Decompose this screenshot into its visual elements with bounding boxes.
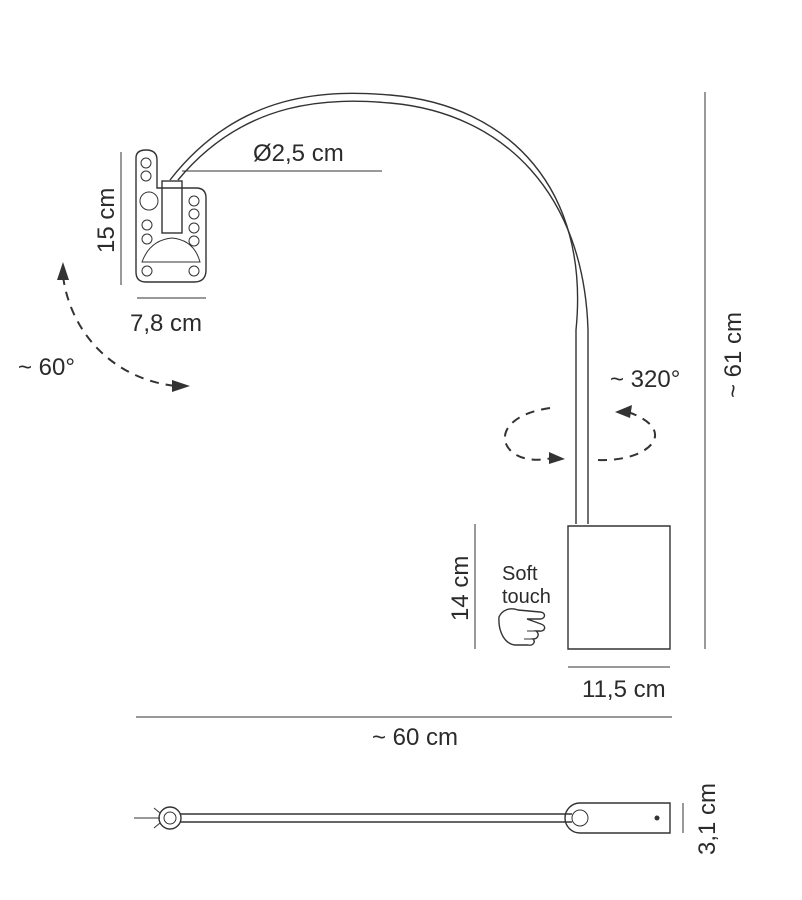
hand-pointing-icon bbox=[498, 608, 546, 646]
diameter-label: Ø2,5 cm bbox=[253, 140, 344, 167]
soft-touch-label-line2: touch bbox=[502, 586, 551, 608]
thickness-label: 3,1 cm bbox=[694, 783, 721, 855]
lamp-base bbox=[567, 525, 671, 650]
tilt-angle-label: ~ 60° bbox=[18, 354, 75, 381]
soft-touch-label-line1: Soft bbox=[502, 563, 538, 585]
total-height-label: ~ 61 cm bbox=[720, 312, 747, 398]
plate-height-label: 15 cm bbox=[93, 188, 120, 253]
tilt-angle-arrow-icon bbox=[57, 262, 190, 392]
total-length-label: ~ 60 cm bbox=[372, 724, 458, 751]
lamp-arm bbox=[169, 92, 589, 524]
plate-width-label: 7,8 cm bbox=[130, 310, 202, 337]
base-width-label: 11,5 cm bbox=[582, 676, 666, 703]
rotation-angle-label: ~ 320° bbox=[610, 366, 680, 393]
base-height-label: 14 cm bbox=[447, 556, 474, 621]
rotation-arrow-icon bbox=[504, 405, 657, 464]
top-view bbox=[134, 802, 671, 834]
wall-plate bbox=[135, 149, 207, 283]
